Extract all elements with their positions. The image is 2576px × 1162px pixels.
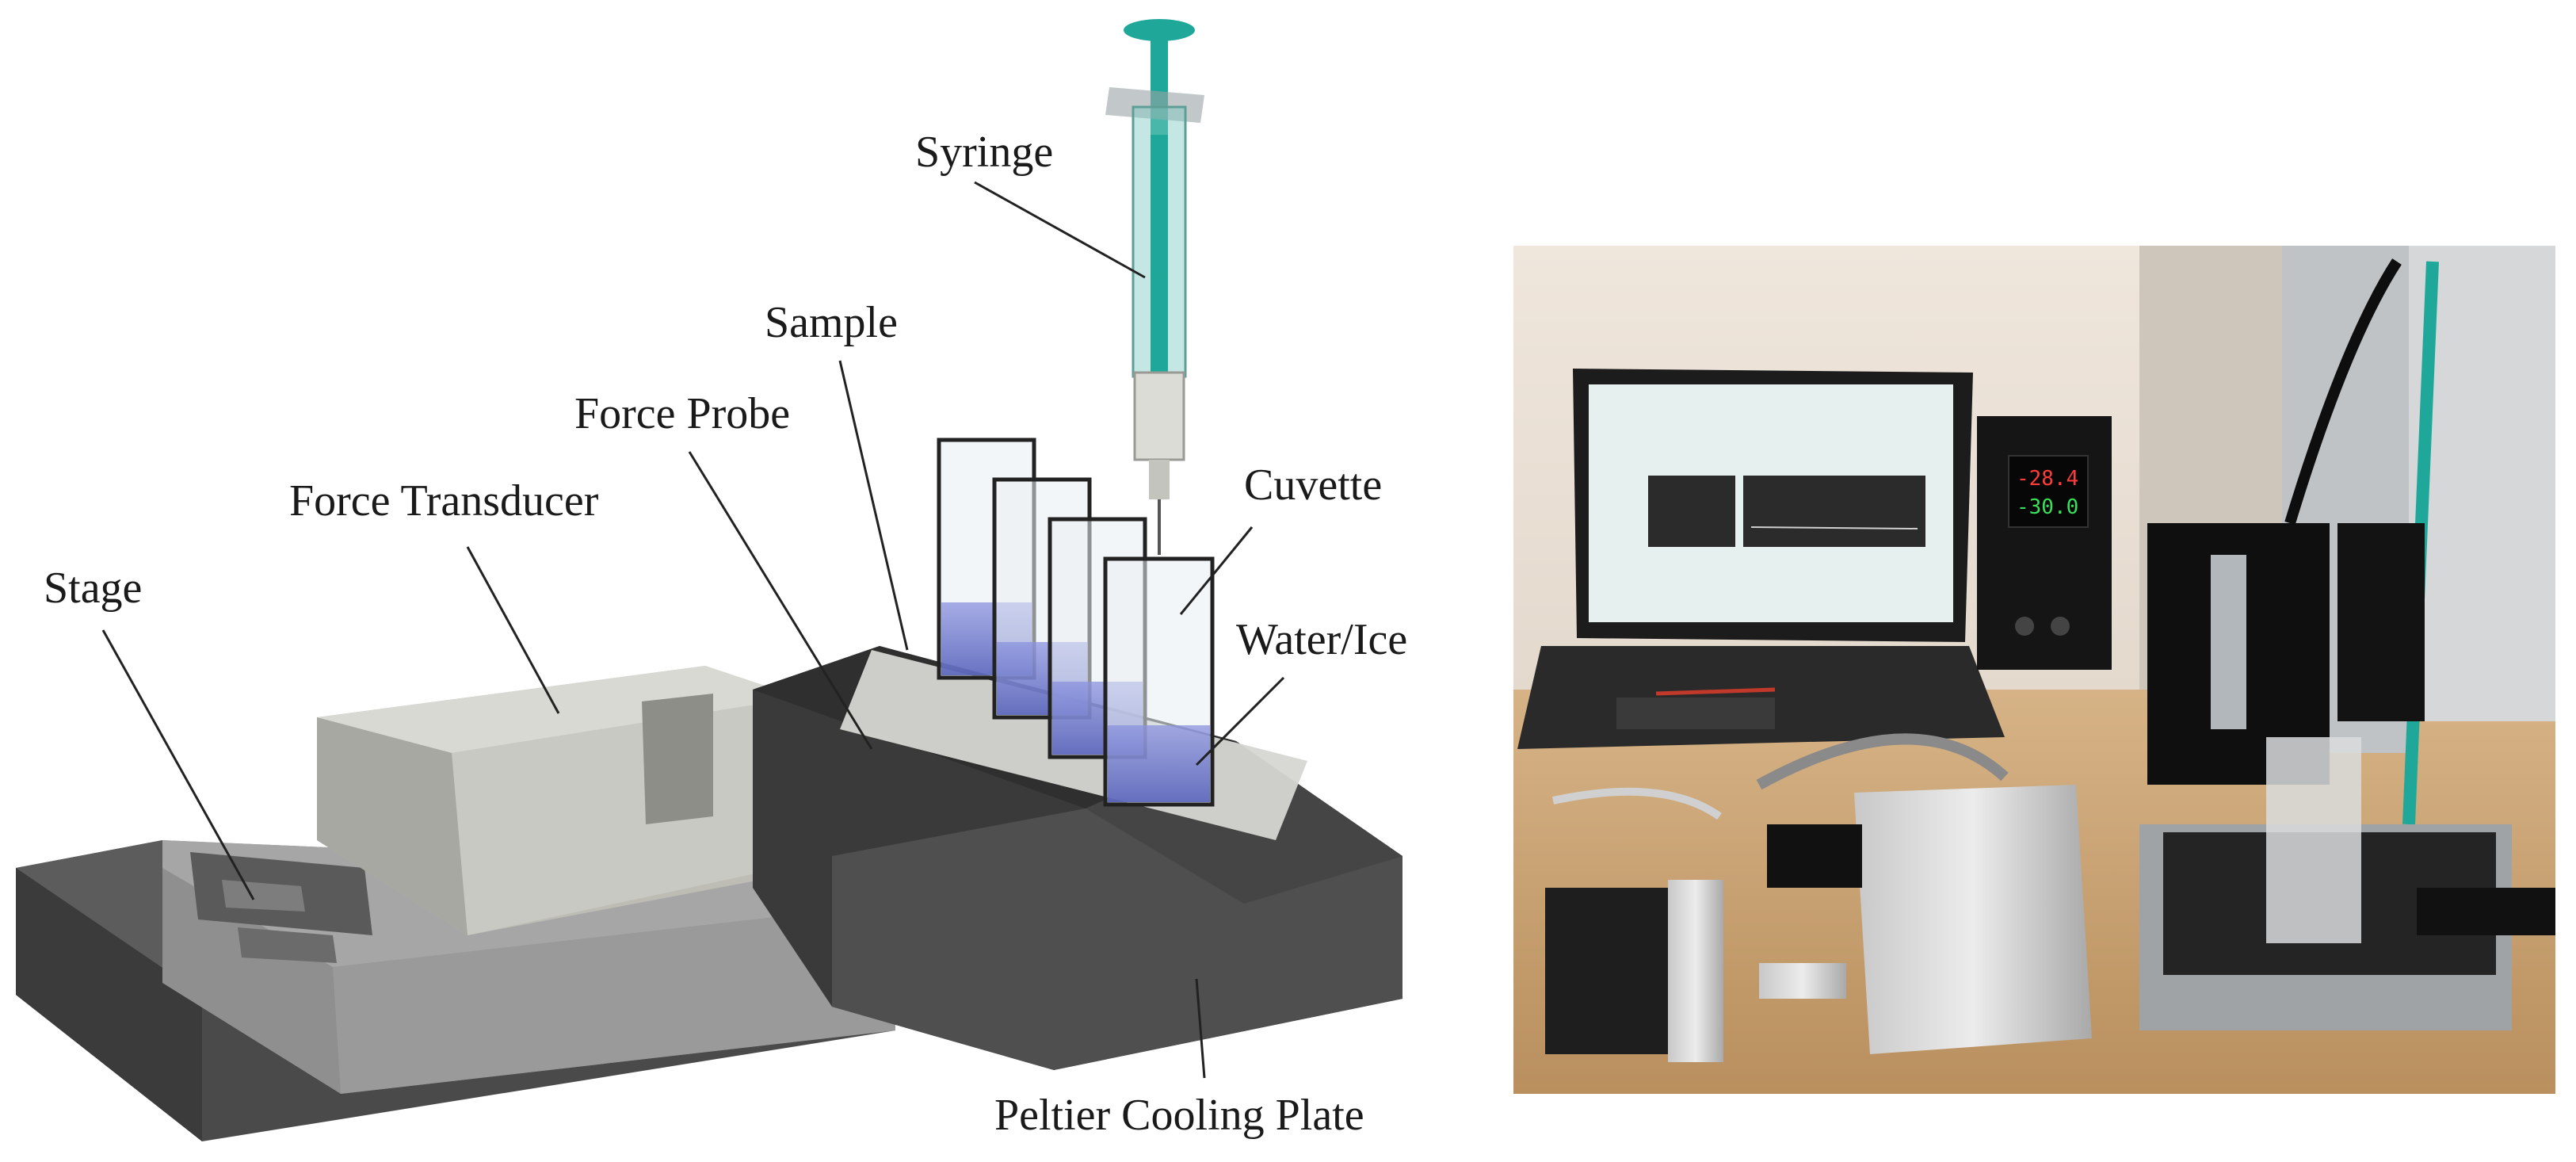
label-stage: Stage [44, 564, 142, 613]
leader-syringe [974, 181, 1146, 279]
cuvette-holder-photo [2147, 523, 2425, 785]
schematic-panel: Syringe Sample Force Probe Force Transdu… [16, 19, 1407, 1141]
label-force-probe: Force Probe [574, 389, 790, 438]
rail-and-tube-photo [2282, 246, 2555, 825]
cuvette-row [937, 438, 1215, 807]
controller-display-bottom: -30.0 [2017, 495, 2078, 519]
label-sample: Sample [765, 298, 898, 347]
leader-sample [838, 360, 909, 651]
leader-stage [101, 629, 255, 900]
laptop-photo [1517, 369, 2005, 749]
leader-lines [101, 181, 1285, 1079]
controller-display-top: -28.4 [2017, 467, 2078, 491]
label-cuvette: Cuvette [1244, 461, 1382, 510]
leader-force-transducer [466, 546, 560, 714]
label-syringe: Syringe [915, 128, 1053, 177]
leader-water-ice [1195, 676, 1285, 766]
leader-force-probe [688, 451, 873, 750]
leader-peltier [1195, 978, 1206, 1079]
mechanics-photo [1545, 733, 2555, 1062]
leader-cuvette [1179, 526, 1254, 615]
component-labels: Syringe Sample Force Probe Force Transdu… [44, 128, 1407, 1140]
photo-panel: -28.4 -30.0 [1513, 246, 2555, 1094]
syringe [1105, 19, 1204, 555]
force-transducer-block [317, 666, 800, 935]
cuvette-4 [1103, 556, 1215, 807]
label-peltier: Peltier Cooling Plate [994, 1091, 1364, 1140]
temperature-controller-photo: -28.4 -30.0 [1977, 416, 2112, 670]
label-force-transducer: Force Transducer [289, 476, 599, 526]
label-water-ice: Water/Ice [1236, 615, 1407, 664]
